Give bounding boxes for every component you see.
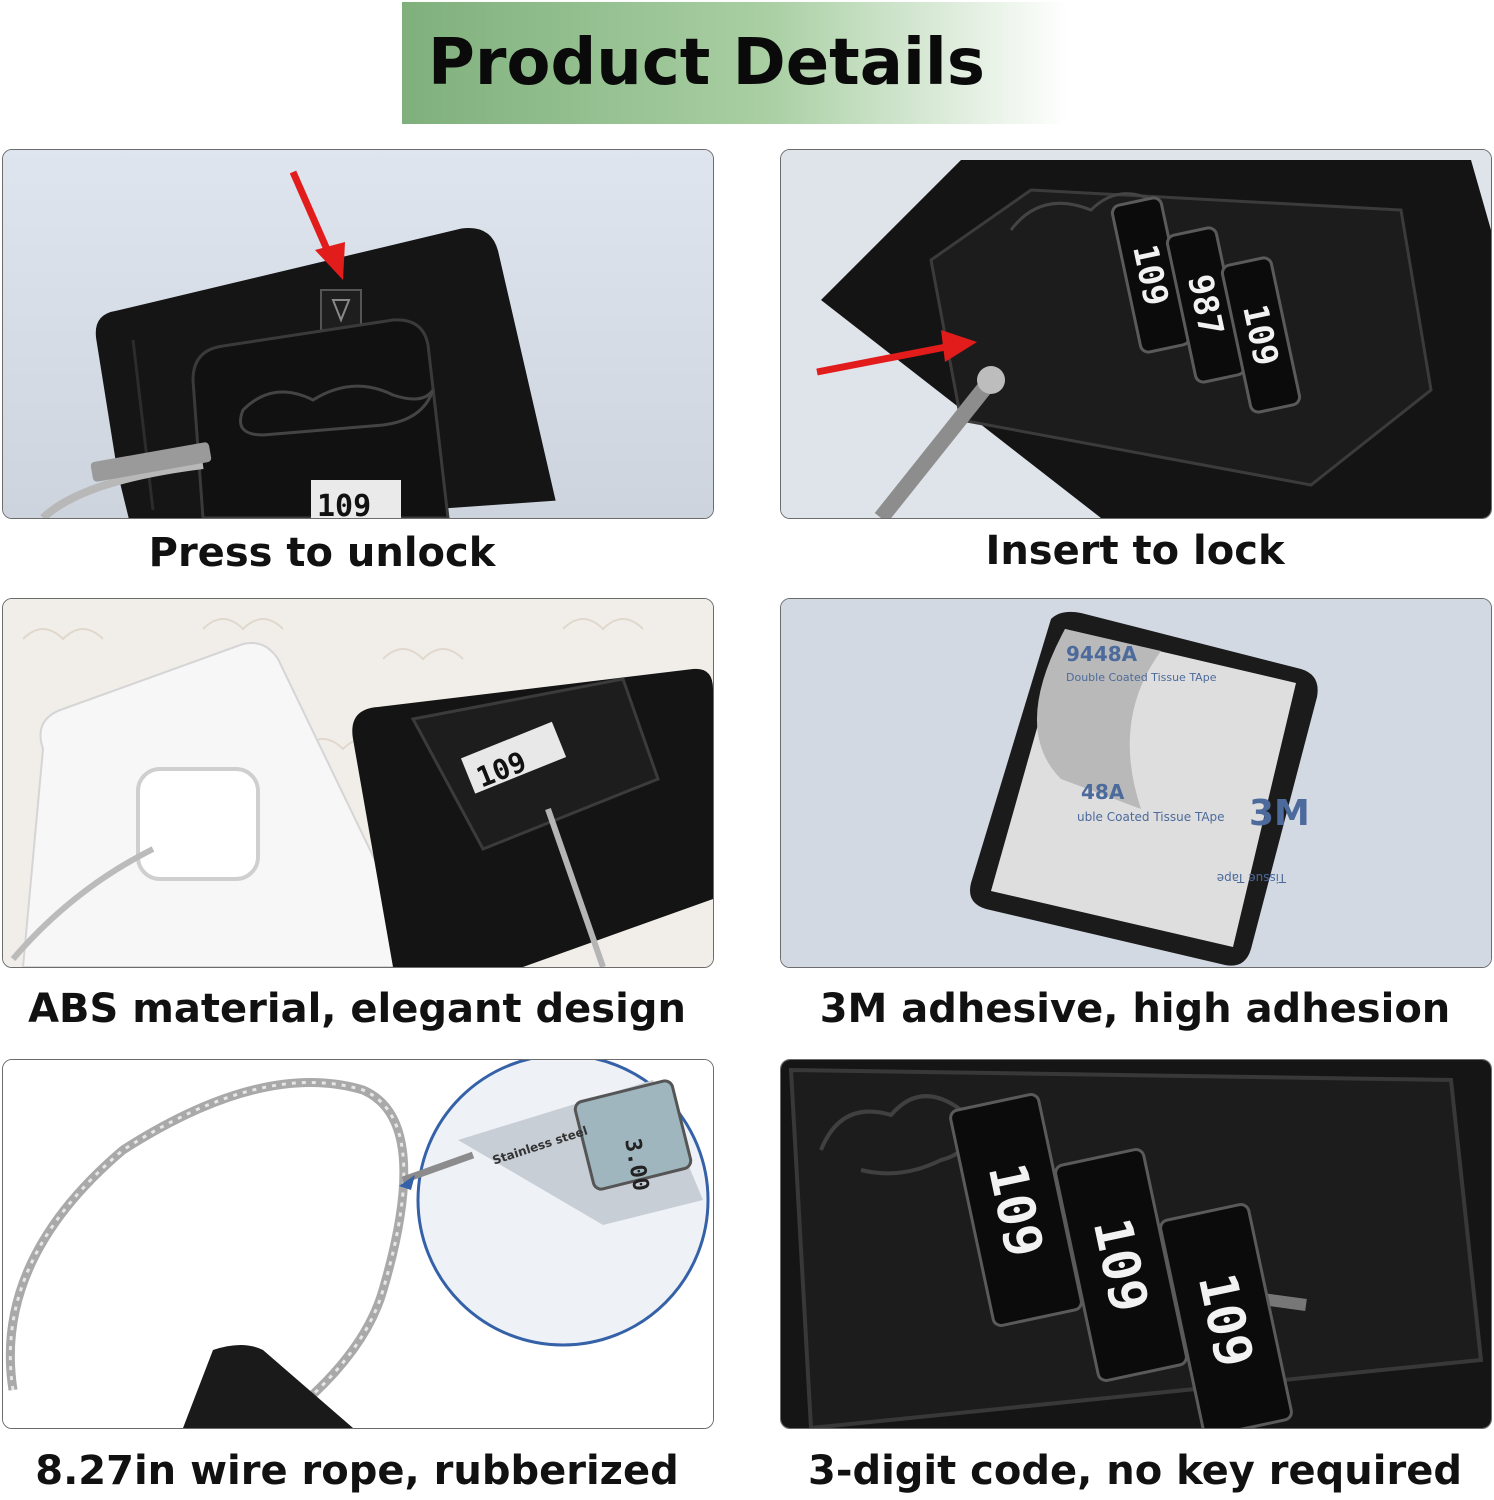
3m-adhesive-image: 9448A Double Coated Tissue TApe 48A uble…: [781, 599, 1491, 967]
combination-wheel-2[interactable]: 987: [1165, 226, 1247, 384]
tape-code-partial: 48A: [1081, 780, 1125, 804]
red-arrow-icon: [315, 242, 345, 280]
header-banner: Product Details: [402, 2, 1068, 124]
press-to-unlock-image: 109: [3, 150, 713, 518]
page-title: Product Details: [428, 26, 985, 100]
tape-line-partial: uble Coated Tissue TApe: [1077, 810, 1225, 824]
tape-line: Double Coated Tissue TApe: [1066, 671, 1217, 684]
panel-wire-rope: Stainless steel 3.00: [2, 1059, 714, 1429]
wire-rope-image: Stainless steel 3.00: [3, 1060, 713, 1428]
panel-abs-material: 109: [2, 598, 714, 968]
caption-3m-adhesive: 3M adhesive, high adhesion: [819, 986, 1451, 1032]
caption-abs-material: ABS material, elegant design: [28, 986, 686, 1032]
combination-wheel-1[interactable]: 109: [949, 1093, 1083, 1327]
caption-wire-rope: 8.27in wire rope, rubberized: [35, 1448, 679, 1494]
combination-wheel-3[interactable]: 109: [1220, 256, 1302, 414]
caption-3-digit-code: 3-digit code, no key required: [808, 1448, 1462, 1494]
red-arrow-icon-2: [941, 330, 977, 362]
caption-press-to-unlock: Press to unlock: [148, 530, 496, 576]
abs-material-image: 109: [3, 599, 713, 967]
combination-wheel-3[interactable]: 109: [1159, 1203, 1293, 1428]
tape-brand: 3M: [1249, 793, 1310, 834]
tape-code: 9448A: [1066, 642, 1138, 666]
panel1-combo: 109: [317, 489, 371, 518]
panel-3m-adhesive: 9448A Double Coated Tissue TApe 48A uble…: [780, 598, 1492, 968]
tape-flipped-text: Tissue Tape: [1217, 871, 1287, 885]
caption-insert-to-lock: Insert to lock: [985, 528, 1285, 574]
panel-press-to-unlock: 109: [2, 149, 714, 519]
